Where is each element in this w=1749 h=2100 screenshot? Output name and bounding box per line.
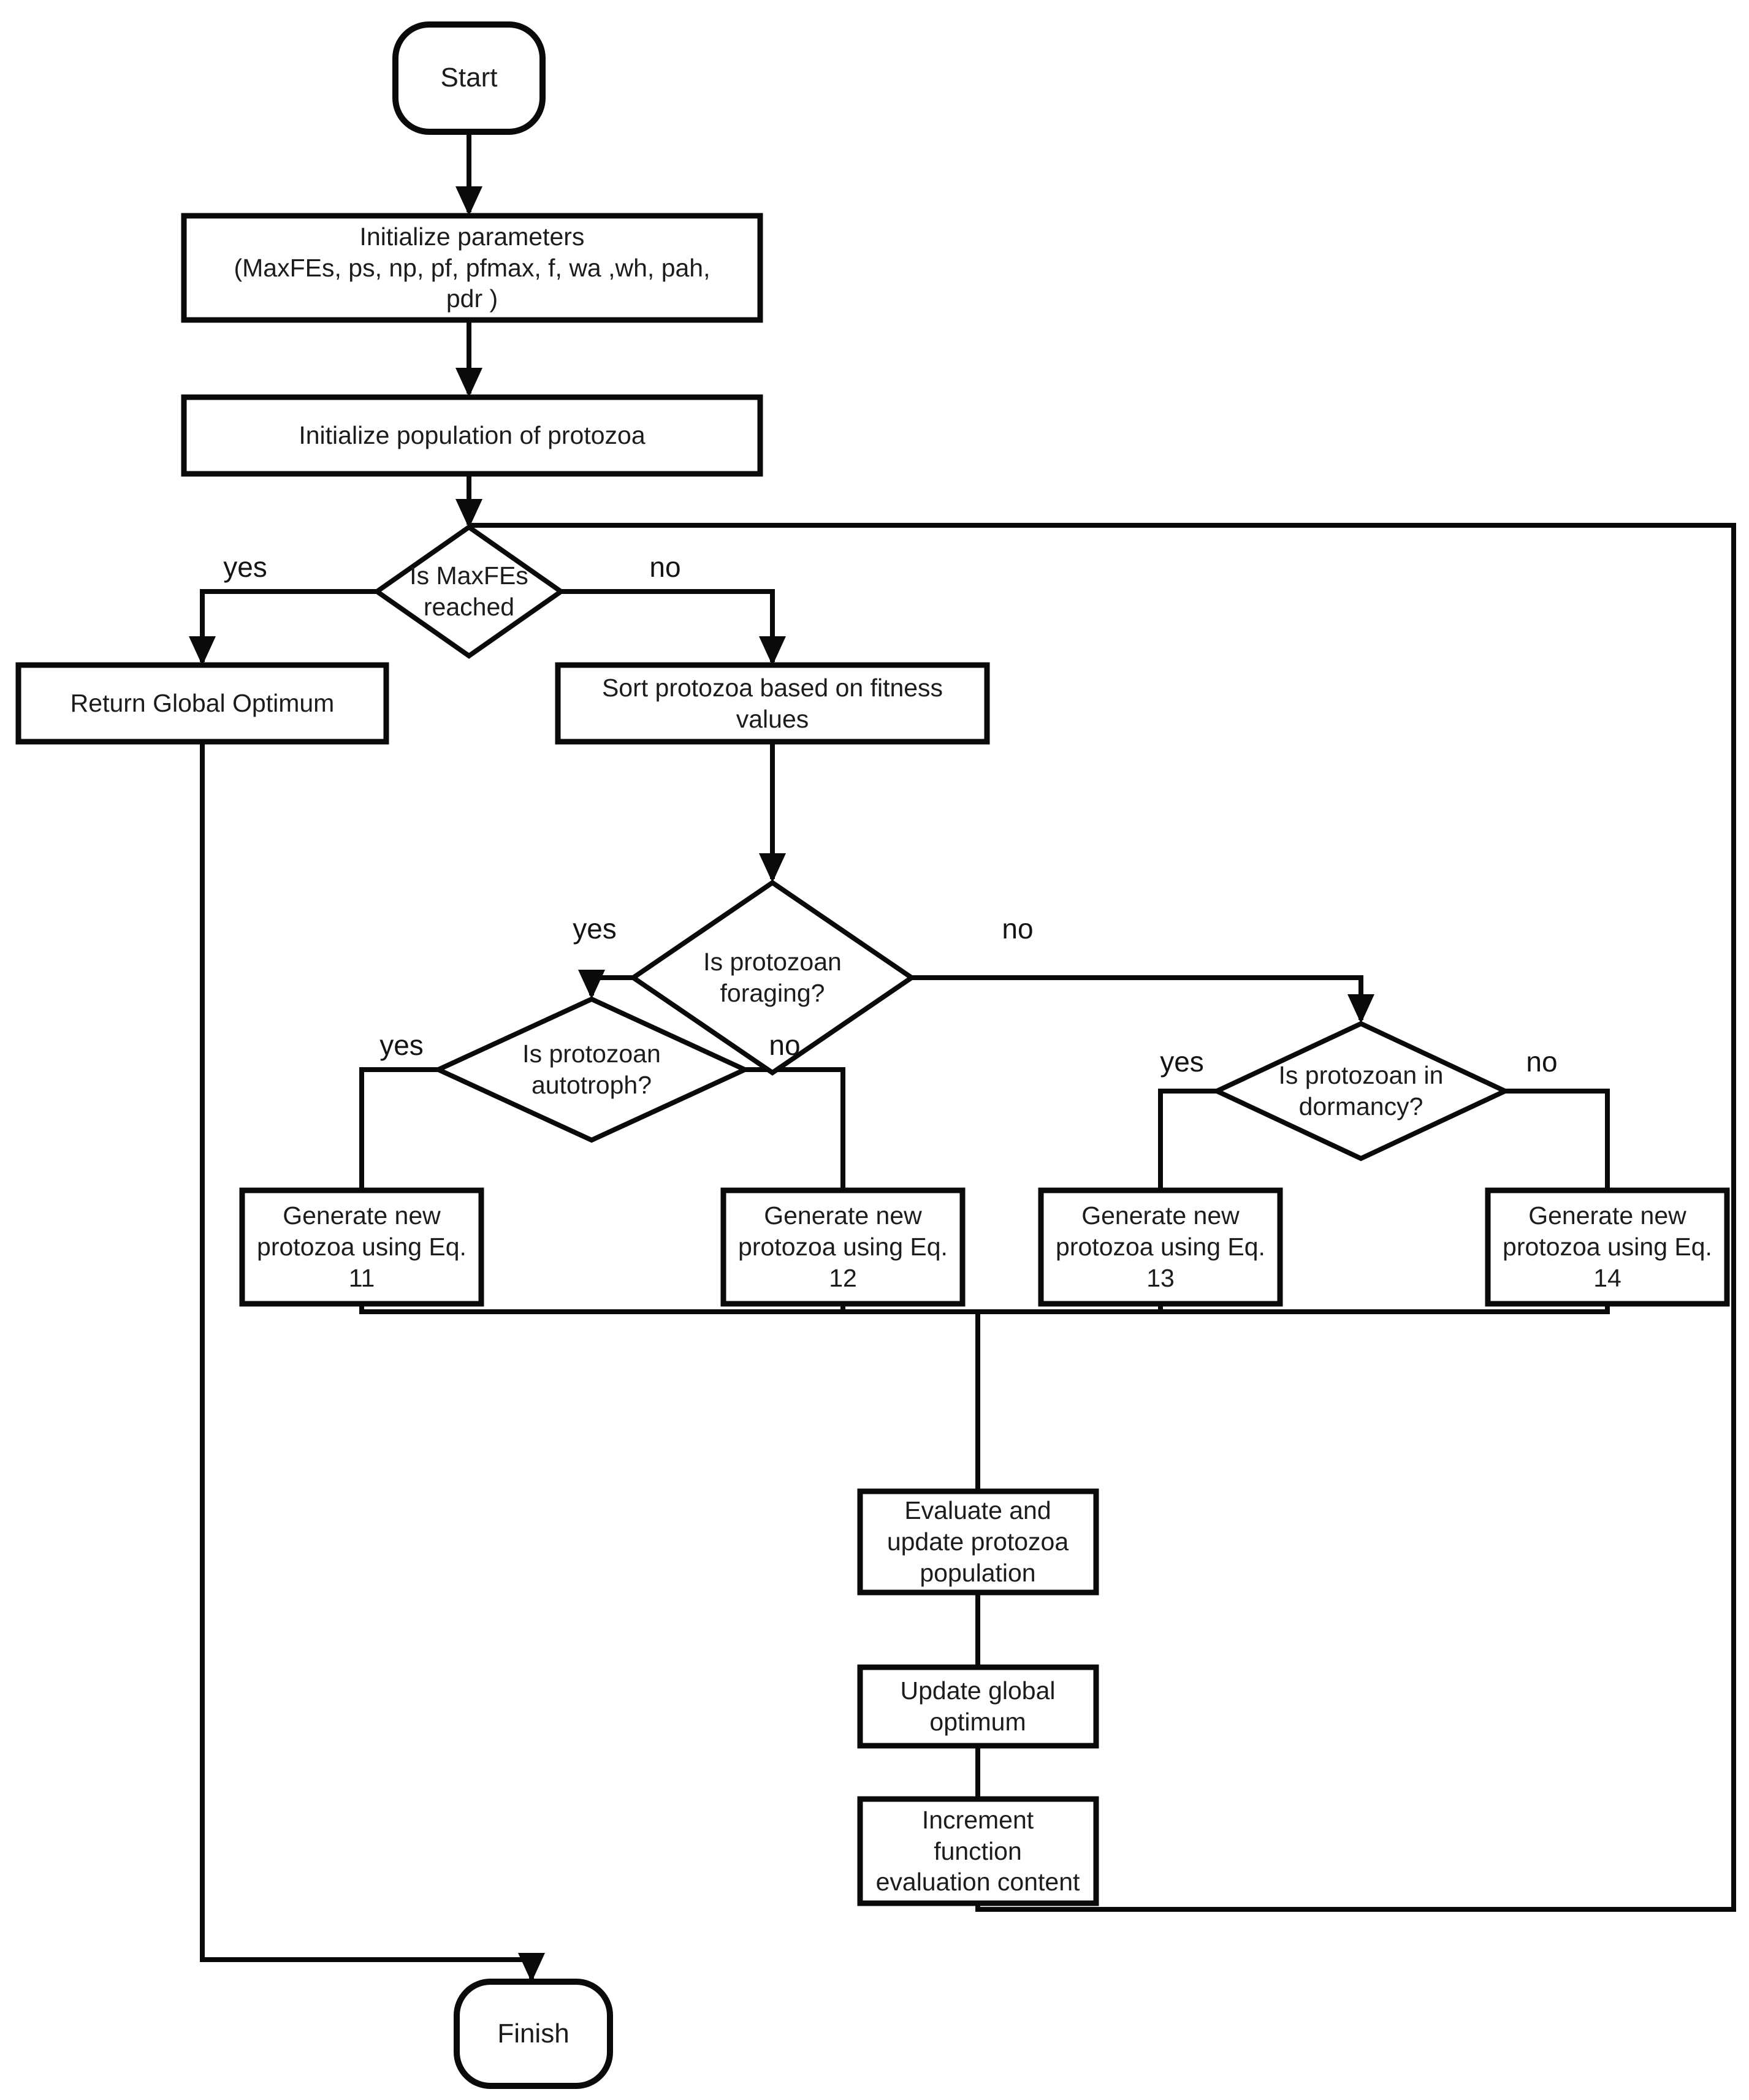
finish-node-shape [454, 1979, 613, 2089]
sort-protozoa-label: Sort protozoa based on fitness values [601, 673, 943, 733]
arrowhead-into-autotroph [578, 970, 605, 999]
dormancy-yes-label: yes [1160, 1046, 1204, 1078]
maxfes-decision-label: Is MaxFEs reached [410, 561, 528, 621]
autotroph-yes-label: yes [379, 1029, 424, 1061]
generate-eq13-label: Generate new protozoa using Eq. 13 [1056, 1201, 1265, 1292]
foraging-decision-shape [628, 880, 916, 1076]
edge-autotroph-no-to-eq12 [745, 1067, 845, 1190]
arrowhead-into-sort [759, 636, 786, 666]
generate-eq12-label: Generate new protozoa using Eq. 12 [738, 1201, 948, 1292]
autotroph-decision-label: Is protozoan autotroph? [522, 1040, 661, 1099]
maxfes-decision-shape [373, 524, 565, 659]
edge-dormancy-no-to-eq14 [1505, 1089, 1610, 1190]
start-node-shape [392, 21, 546, 135]
evaluate-update-label: Evaluate and update protozoa population [886, 1496, 1069, 1587]
edge-generate-bus [359, 1304, 1610, 1314]
arrowhead-into-init-population [455, 368, 482, 397]
maxfes-yes-label: yes [223, 551, 267, 583]
update-global-optimum-label: Update global optimum [900, 1676, 1056, 1736]
dormancy-decision-shape [1211, 1021, 1511, 1162]
foraging-no-label: no [1002, 913, 1034, 945]
edge-maxfes-no-to-sort [561, 589, 775, 662]
return-global-optimum-label: Return Global Optimum [70, 689, 335, 718]
generate-eq12-shape [720, 1187, 966, 1307]
dormancy-no-label: no [1526, 1046, 1558, 1078]
init-params-shape [181, 213, 763, 323]
increment-fe-label: Increment function evaluation content [875, 1805, 1080, 1896]
evaluate-update-shape [857, 1488, 1099, 1596]
autotroph-decision-shape [432, 996, 751, 1143]
edge-autotroph-yes-to-eq11 [359, 1067, 438, 1190]
arrowhead-into-finish [518, 1953, 545, 1982]
edge-dormancy-yes-to-eq13 [1158, 1089, 1217, 1190]
connectors [200, 132, 1736, 1979]
edge-return-to-finish [200, 742, 534, 1979]
maxfes-no-label: no [649, 551, 681, 583]
start-node-label: Start [440, 63, 498, 93]
init-population-label: Initialize population of protozoa [299, 421, 646, 450]
init-params-label: Initialize parameters (MaxFEs, ps, np, p… [234, 222, 711, 313]
arrowhead-into-return [189, 636, 216, 666]
generate-eq14-label: Generate new protozoa using Eq. 14 [1503, 1201, 1712, 1292]
sort-protozoa-shape [555, 662, 990, 745]
generate-eq11-label: Generate new protozoa using Eq. 11 [257, 1201, 467, 1292]
generate-eq14-shape [1485, 1187, 1730, 1307]
arrowheads [189, 186, 1374, 1982]
autotroph-no-label: no [769, 1029, 801, 1061]
finish-node-label: Finish [497, 2018, 570, 2049]
edge-increment-loopback-to-maxfes [469, 523, 1736, 1912]
foraging-yes-label: yes [573, 913, 617, 945]
dormancy-decision-label: Is protozoan in dormancy? [1278, 1061, 1444, 1120]
update-global-optimum-shape [857, 1664, 1099, 1749]
generate-eq13-shape [1038, 1187, 1283, 1307]
generate-eq11-shape [239, 1187, 484, 1307]
edge-maxfes-yes-to-return [200, 589, 377, 662]
init-population-shape [181, 394, 763, 477]
arrowhead-into-dormancy [1347, 994, 1374, 1024]
arrowhead-into-foraging [759, 853, 786, 883]
return-global-optimum-shape [15, 662, 389, 745]
arrowhead-into-maxfes [455, 499, 482, 528]
foraging-decision-label: Is protozoan foraging? [703, 948, 842, 1007]
arrowhead-into-init-params [455, 186, 482, 216]
node-shapes [15, 21, 1730, 2089]
increment-fe-shape [857, 1796, 1099, 1906]
edge-foraging-no-to-dormancy [912, 975, 1363, 1020]
